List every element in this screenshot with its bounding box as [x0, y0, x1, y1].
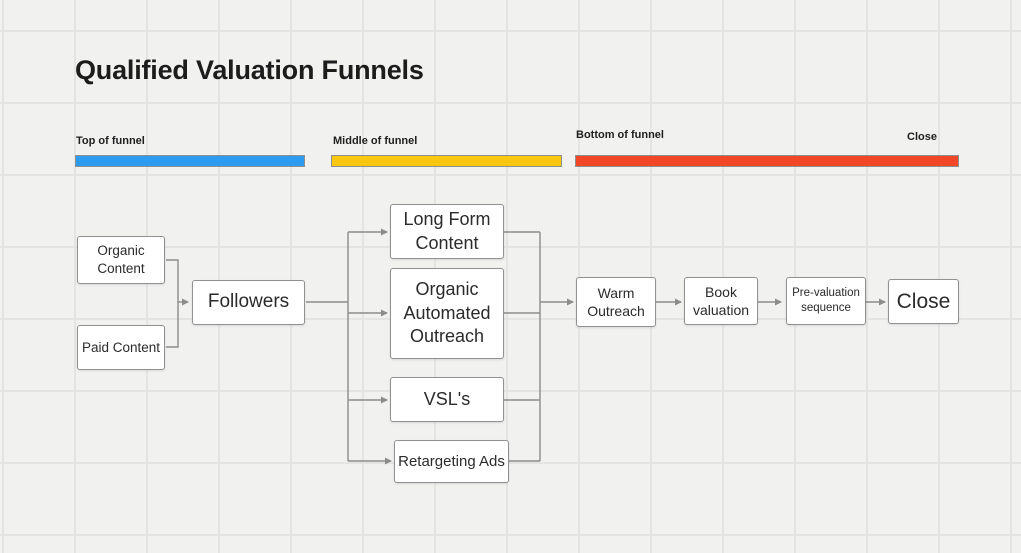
node-paid-content[interactable]: Paid Content	[77, 325, 165, 370]
node-organic-content-label: Organic Content	[97, 243, 145, 276]
node-pre-valuation-sequence-label: Pre-valuation sequence	[792, 287, 860, 314]
node-close[interactable]: Close	[888, 279, 959, 324]
node-organic-content[interactable]: Organic Content	[77, 236, 165, 284]
stage-label-top-of-funnel: Top of funnel	[76, 135, 145, 147]
node-paid-content-label: Paid Content	[81, 339, 161, 355]
node-followers-label: Followers	[207, 291, 290, 313]
node-followers[interactable]: Followers	[192, 280, 305, 325]
stage-bar-middle-of-funnel[interactable]	[331, 155, 562, 167]
stage-label-close: Close	[907, 131, 937, 143]
node-long-form-content-label: Long Form Content	[403, 209, 491, 253]
node-organic-automated-outreach-label: Organic Automated Outreach	[403, 279, 491, 347]
node-book-valuation-label: Book valuation	[692, 283, 750, 318]
stage-bar-bottom-of-funnel[interactable]	[575, 155, 959, 167]
node-warm-outreach[interactable]: Warm Outreach	[576, 277, 656, 327]
stage-label-bottom-of-funnel: Bottom of funnel	[576, 129, 664, 141]
node-book-valuation[interactable]: Book valuation	[684, 277, 758, 325]
stage-label-middle-of-funnel: Middle of funnel	[333, 135, 418, 147]
node-organic-automated-outreach[interactable]: Organic Automated Outreach	[390, 268, 504, 359]
node-vsls-label: VSL's	[423, 388, 471, 409]
node-close-label: Close	[896, 289, 951, 313]
node-long-form-content[interactable]: Long Form Content	[390, 204, 504, 259]
page-title: Qualified Valuation Funnels	[75, 55, 424, 85]
node-retargeting-ads[interactable]: Retargeting Ads	[394, 440, 509, 483]
node-pre-valuation-sequence[interactable]: Pre-valuation sequence	[786, 277, 866, 325]
node-warm-outreach-label: Warm Outreach	[587, 284, 645, 319]
stage-bar-top-of-funnel[interactable]	[75, 155, 305, 167]
node-vsls[interactable]: VSL's	[390, 377, 504, 422]
node-retargeting-ads-label: Retargeting Ads	[398, 452, 505, 470]
